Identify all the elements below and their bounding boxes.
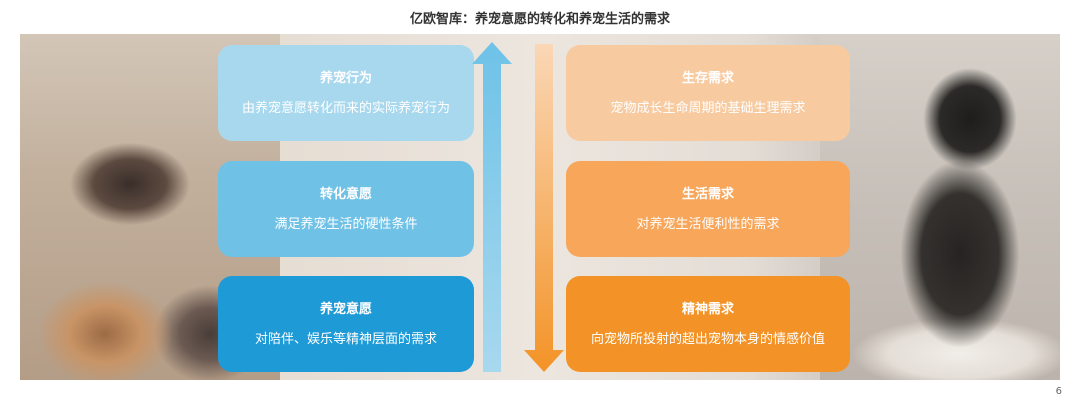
card-description: 由养宠意愿转化而来的实际养宠行为 [241,101,450,116]
card-survival-needs: 生存需求 宠物成长生命周期的基础生理需求 [566,45,850,141]
card-title: 转化意愿 [319,187,372,202]
card-life-needs: 生活需求 对养宠生活便利性的需求 [566,161,850,257]
card-conversion-willingness: 转化意愿 满足养宠生活的硬性条件 [218,161,474,257]
card-title: 养宠行为 [319,71,372,86]
page-title: 亿欧智库：养宠意愿的转化和养宠生活的需求 [409,12,670,27]
pets-banner [20,34,1060,380]
card-title: 精神需求 [681,302,734,317]
card-description: 对养宠生活便利性的需求 [636,217,780,232]
card-description: 向宠物所投射的超出宠物本身的情感价值 [590,332,825,347]
card-description: 对陪伴、娱乐等精神层面的需求 [254,332,437,347]
card-title: 养宠意愿 [319,302,372,317]
page-number: 6 [1055,386,1062,397]
card-pet-behavior: 养宠行为 由养宠意愿转化而来的实际养宠行为 [218,45,474,141]
card-description: 宠物成长生命周期的基础生理需求 [610,101,806,116]
card-description: 满足养宠生活的硬性条件 [274,217,418,232]
pug-photo [820,34,1060,380]
card-title: 生活需求 [681,187,734,202]
card-spiritual-needs: 精神需求 向宠物所投射的超出宠物本身的情感价值 [566,276,850,372]
card-pet-willingness: 养宠意愿 对陪伴、娱乐等精神层面的需求 [218,276,474,372]
card-title: 生存需求 [681,71,734,86]
